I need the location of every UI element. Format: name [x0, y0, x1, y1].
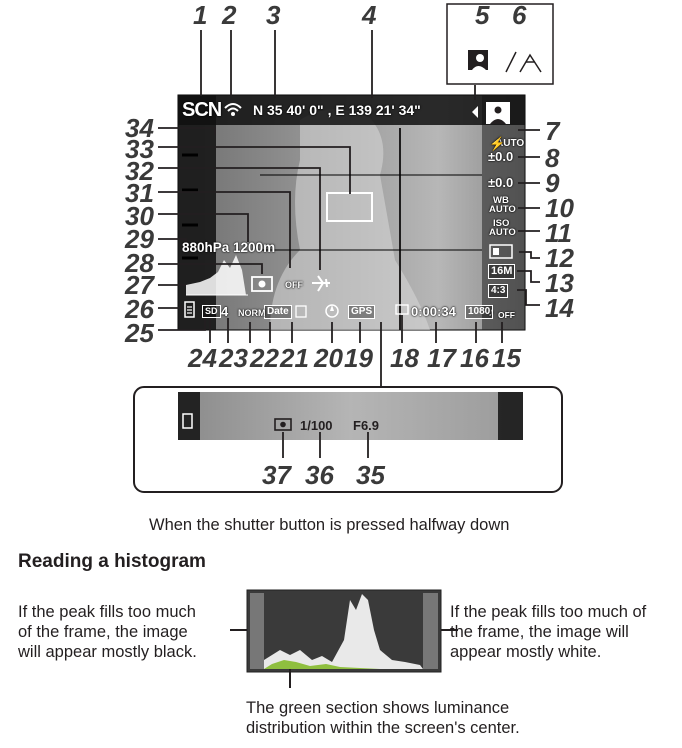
histogram-bottom-text: The green section shows luminance distri… — [246, 698, 520, 738]
histogram-heading: Reading a histogram — [18, 551, 206, 572]
photo-subject — [270, 109, 430, 330]
callout-4: 4 — [362, 0, 377, 30]
iso-bottom: AUTO — [489, 227, 516, 238]
bottom-line: distribution within the screen's center. — [246, 719, 520, 737]
main-screen — [177, 94, 526, 331]
callout-box-5-6 — [446, 3, 554, 85]
left-line: will appear mostly black. — [18, 643, 197, 661]
flash-comp: ±0.0 — [488, 149, 514, 164]
callout-2: 2 — [222, 0, 237, 30]
aperture-value: F6.9 — [353, 418, 380, 433]
wb-top: WB — [493, 195, 509, 206]
callout-11: 11 — [545, 218, 572, 248]
callout-20: 20 — [314, 343, 343, 373]
callout-35: 35 — [356, 460, 385, 490]
histogram-right-text: If the peak fills too much of the frame,… — [450, 602, 646, 662]
left-line: of the frame, the image — [18, 623, 188, 641]
sd-card-indicator: SD — [202, 305, 221, 318]
callout-37: 37 — [262, 460, 291, 490]
histogram-left-text: If the peak fills too much of the frame,… — [18, 602, 197, 662]
callout-16: 16 — [460, 343, 489, 373]
callout-33: 33 — [125, 134, 154, 164]
callout-5: 5 — [475, 0, 490, 30]
callout-7: 7 — [545, 116, 560, 146]
callout-30: 30 — [125, 201, 154, 231]
callout-17: 17 — [427, 343, 456, 373]
compression: NORM — [238, 308, 266, 318]
callout-29: 29 — [125, 224, 154, 254]
callout-18: 18 — [390, 343, 419, 373]
ois-off: OFF — [285, 280, 303, 290]
aspect-ratio: 4:3 — [488, 284, 509, 298]
hand-held-starlight-icon — [519, 53, 542, 73]
callout-6: 6 — [512, 0, 527, 30]
callout-26: 26 — [125, 294, 154, 324]
flash-mode: AUTO — [496, 138, 525, 149]
callout-3: 3 — [266, 0, 281, 30]
image-size: 16M — [488, 264, 516, 279]
callout-9: 9 — [545, 168, 560, 198]
histogram-green-section — [264, 660, 380, 669]
half-press-photo — [178, 392, 523, 440]
callout-34: 34 — [125, 113, 154, 143]
frame-marks — [182, 153, 198, 260]
right-line: appear mostly white. — [450, 643, 602, 661]
half-press-screen — [133, 386, 563, 493]
gps-indicator: GPS — [348, 305, 376, 319]
gps-coordinates: N 35 40' 0" , E 139 21' 34" — [253, 102, 421, 118]
callout-24: 24 — [188, 343, 217, 373]
record-time: 0:00:34 — [411, 304, 456, 319]
date-stamp: Date — [264, 305, 292, 319]
callout-13: 13 — [545, 268, 574, 298]
altitude-pressure: 880hPa 1200m — [182, 240, 276, 255]
scene-portrait-icon — [468, 50, 488, 70]
mini-histogram — [186, 255, 248, 296]
sound-off: OFF — [498, 310, 515, 320]
callout-14: 14 — [545, 293, 574, 323]
callout-10: 10 — [545, 193, 574, 223]
movie-size: 1080 — [465, 305, 494, 319]
shutter-speed: 1/100 — [300, 418, 333, 433]
callout-25: 25 — [125, 318, 154, 348]
caption-halfway: When the shutter button is pressed halfw… — [149, 516, 510, 534]
exposure-comp: ±0.0 — [488, 175, 514, 190]
right-line: the frame, the image will — [450, 623, 629, 641]
sound-mic-icon: ♪ — [488, 305, 494, 319]
callout-8: 8 — [545, 143, 560, 173]
callout-21: 21 — [280, 343, 309, 373]
callout-28: 28 — [125, 248, 154, 278]
right-line: If the peak fills too much of — [450, 603, 647, 621]
callout-22: 22 — [250, 343, 279, 373]
callout-19: 19 — [344, 343, 373, 373]
leader-lines — [158, 30, 540, 458]
iso-top: ISO — [493, 218, 510, 229]
reading-histogram — [230, 589, 458, 688]
callout-23: 23 — [219, 343, 248, 373]
callout-27: 27 — [125, 270, 154, 300]
bottom-line: The green section shows luminance — [246, 699, 510, 717]
callout-15: 15 — [492, 343, 521, 373]
shots-remaining: 4 — [221, 304, 229, 319]
callout-32: 32 — [125, 156, 154, 186]
divider-slash — [505, 51, 517, 73]
callout-1: 1 — [193, 0, 208, 30]
wb-bottom: AUTO — [489, 204, 516, 215]
screen-icons — [182, 102, 513, 431]
left-line: If the peak fills too much — [18, 603, 196, 621]
flash-icon: ⚡ — [489, 136, 506, 151]
scn-mode-label: SCN — [182, 99, 222, 121]
callout-36: 36 — [305, 460, 334, 490]
callout-31: 31 — [125, 178, 154, 208]
callout-12: 12 — [545, 243, 574, 273]
